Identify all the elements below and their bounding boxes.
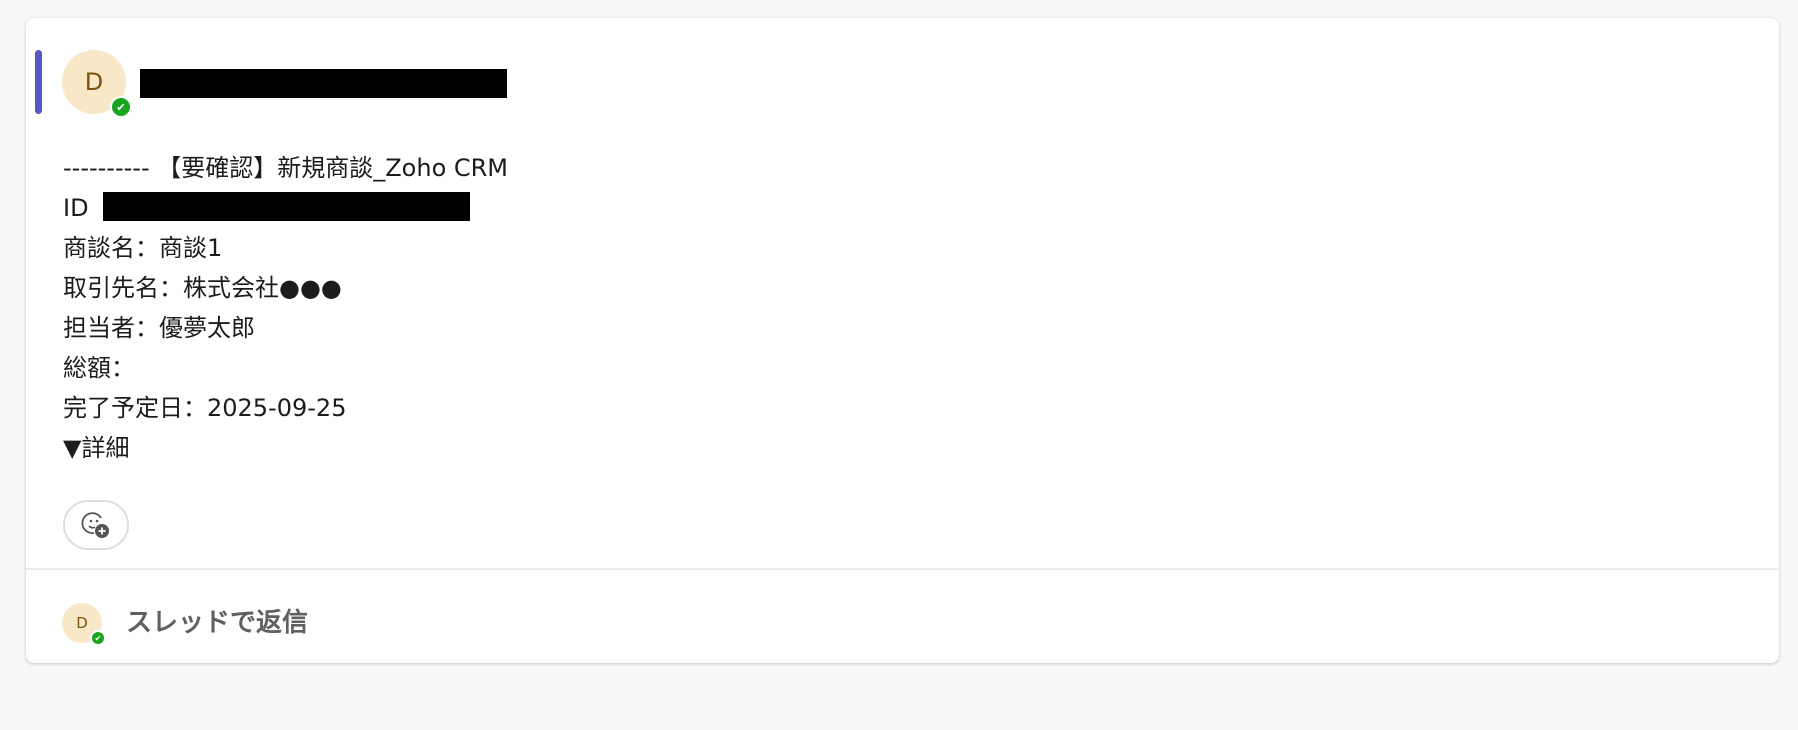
divider (26, 568, 1779, 570)
owner: 担当者：優夢太郎 (63, 314, 255, 342)
message-card: D ✔ ---------- 【要確認】新規商談_Zoho CRM ID 商談名… (26, 18, 1779, 663)
message-title: ---------- 【要確認】新規商談_Zoho CRM (63, 154, 509, 182)
id-label: ID (63, 194, 89, 222)
redacted-id (102, 192, 470, 221)
close-date: 完了予定日：2025-09-25 (63, 394, 347, 422)
highlight-bar (35, 50, 42, 114)
reply-avatar: D ✔ (62, 603, 106, 646)
online-check-icon: ✔ (110, 96, 132, 118)
reply-in-thread-button[interactable]: スレッドで返信 (126, 608, 309, 638)
avatar-initial: D (84, 68, 104, 96)
deal-name: 商談名：商談1 (63, 234, 223, 262)
online-check-icon: ✔ (90, 630, 106, 646)
avatar[interactable]: D ✔ (62, 50, 132, 118)
details-toggle[interactable]: ▼詳細 (63, 434, 130, 462)
id-line: ID (63, 188, 508, 228)
emoji-add-icon (81, 512, 109, 538)
redacted-sender-name (140, 69, 507, 98)
amount: 総額： (63, 354, 135, 382)
message-body: ---------- 【要確認】新規商談_Zoho CRM ID 商談名：商談1… (63, 148, 508, 468)
add-reaction-button[interactable] (63, 500, 129, 550)
account-name: 取引先名：株式会社●●● (63, 274, 342, 302)
avatar-initial: D (76, 614, 88, 632)
